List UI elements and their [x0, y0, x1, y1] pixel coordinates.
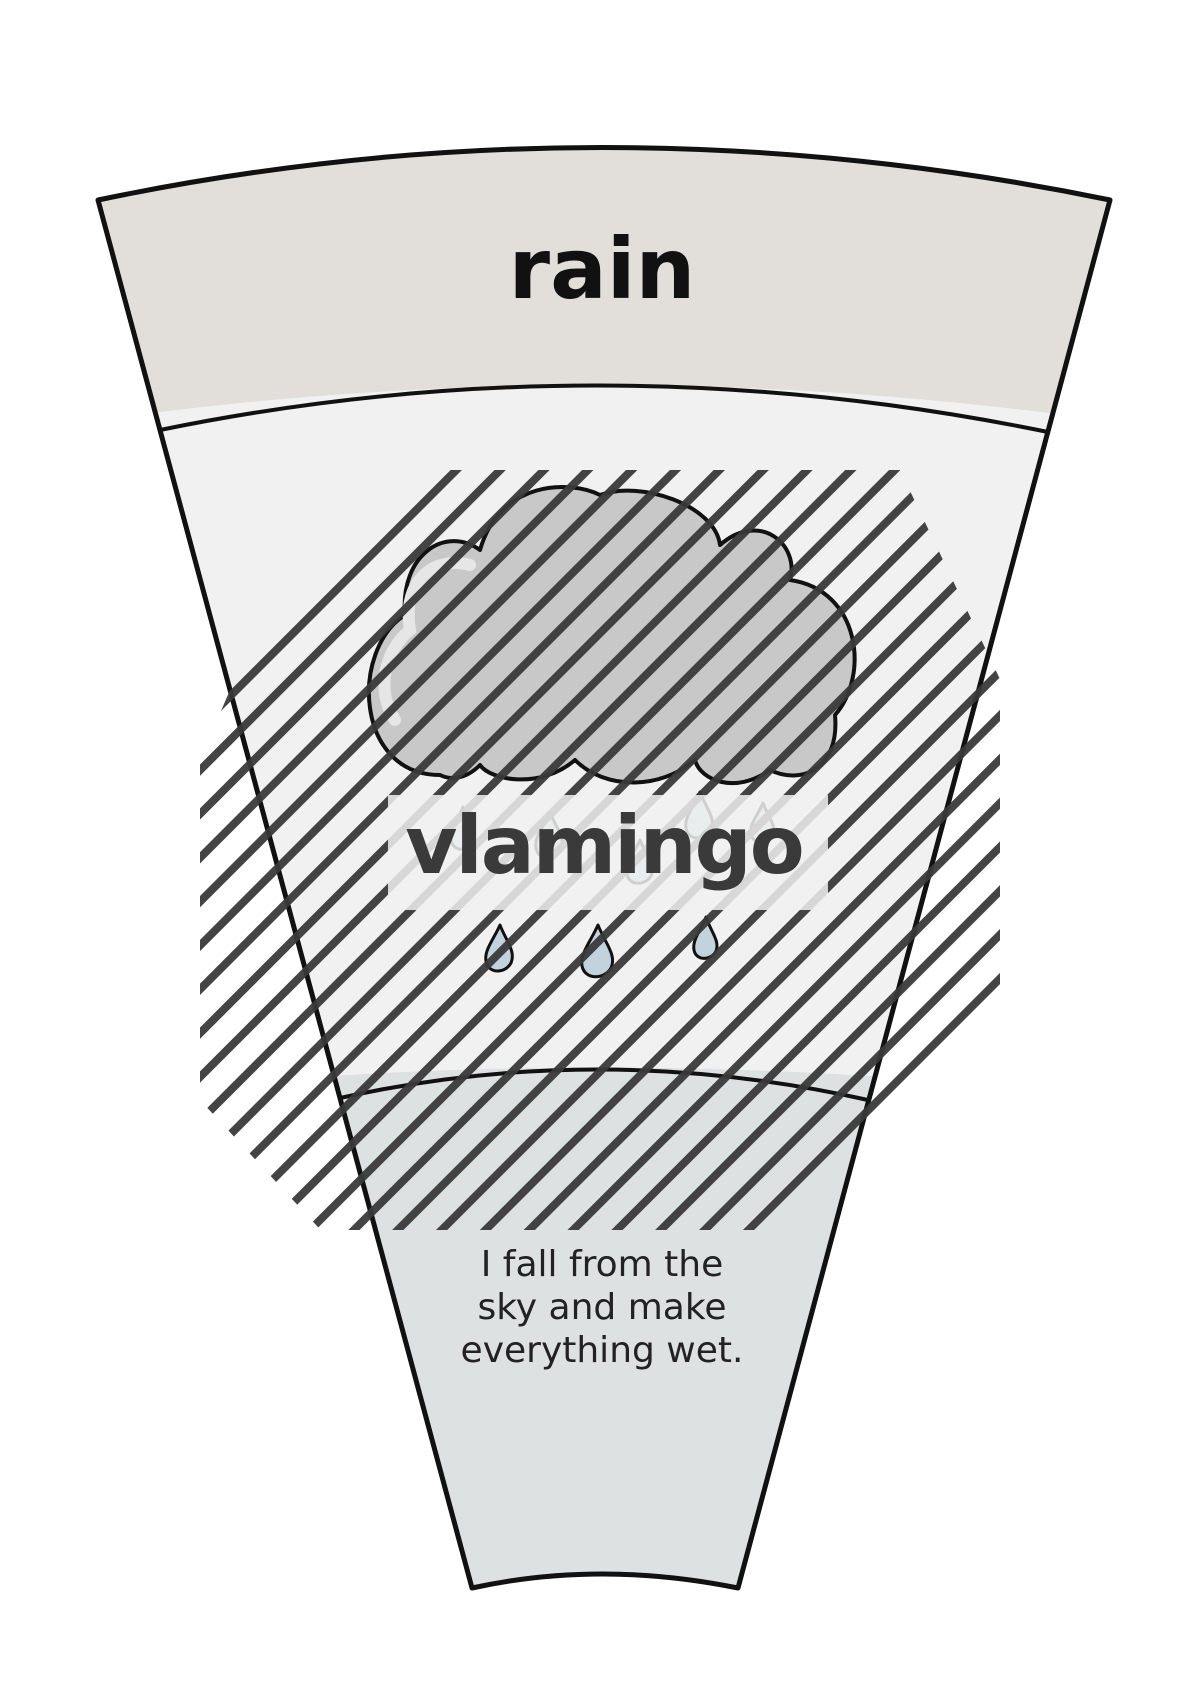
- description-line: sky and make: [477, 1287, 726, 1328]
- card-title: rain: [509, 220, 696, 318]
- watermark-backing: [388, 795, 828, 910]
- card-outline: [95, 145, 1113, 1591]
- description-line: everything wet.: [461, 1330, 744, 1371]
- watermark-text: vlamingo: [405, 799, 803, 892]
- header-divider: [159, 383, 1049, 434]
- description-line: I fall from the: [481, 1244, 724, 1285]
- card-description: I fall from the sky and make everything …: [461, 1244, 744, 1371]
